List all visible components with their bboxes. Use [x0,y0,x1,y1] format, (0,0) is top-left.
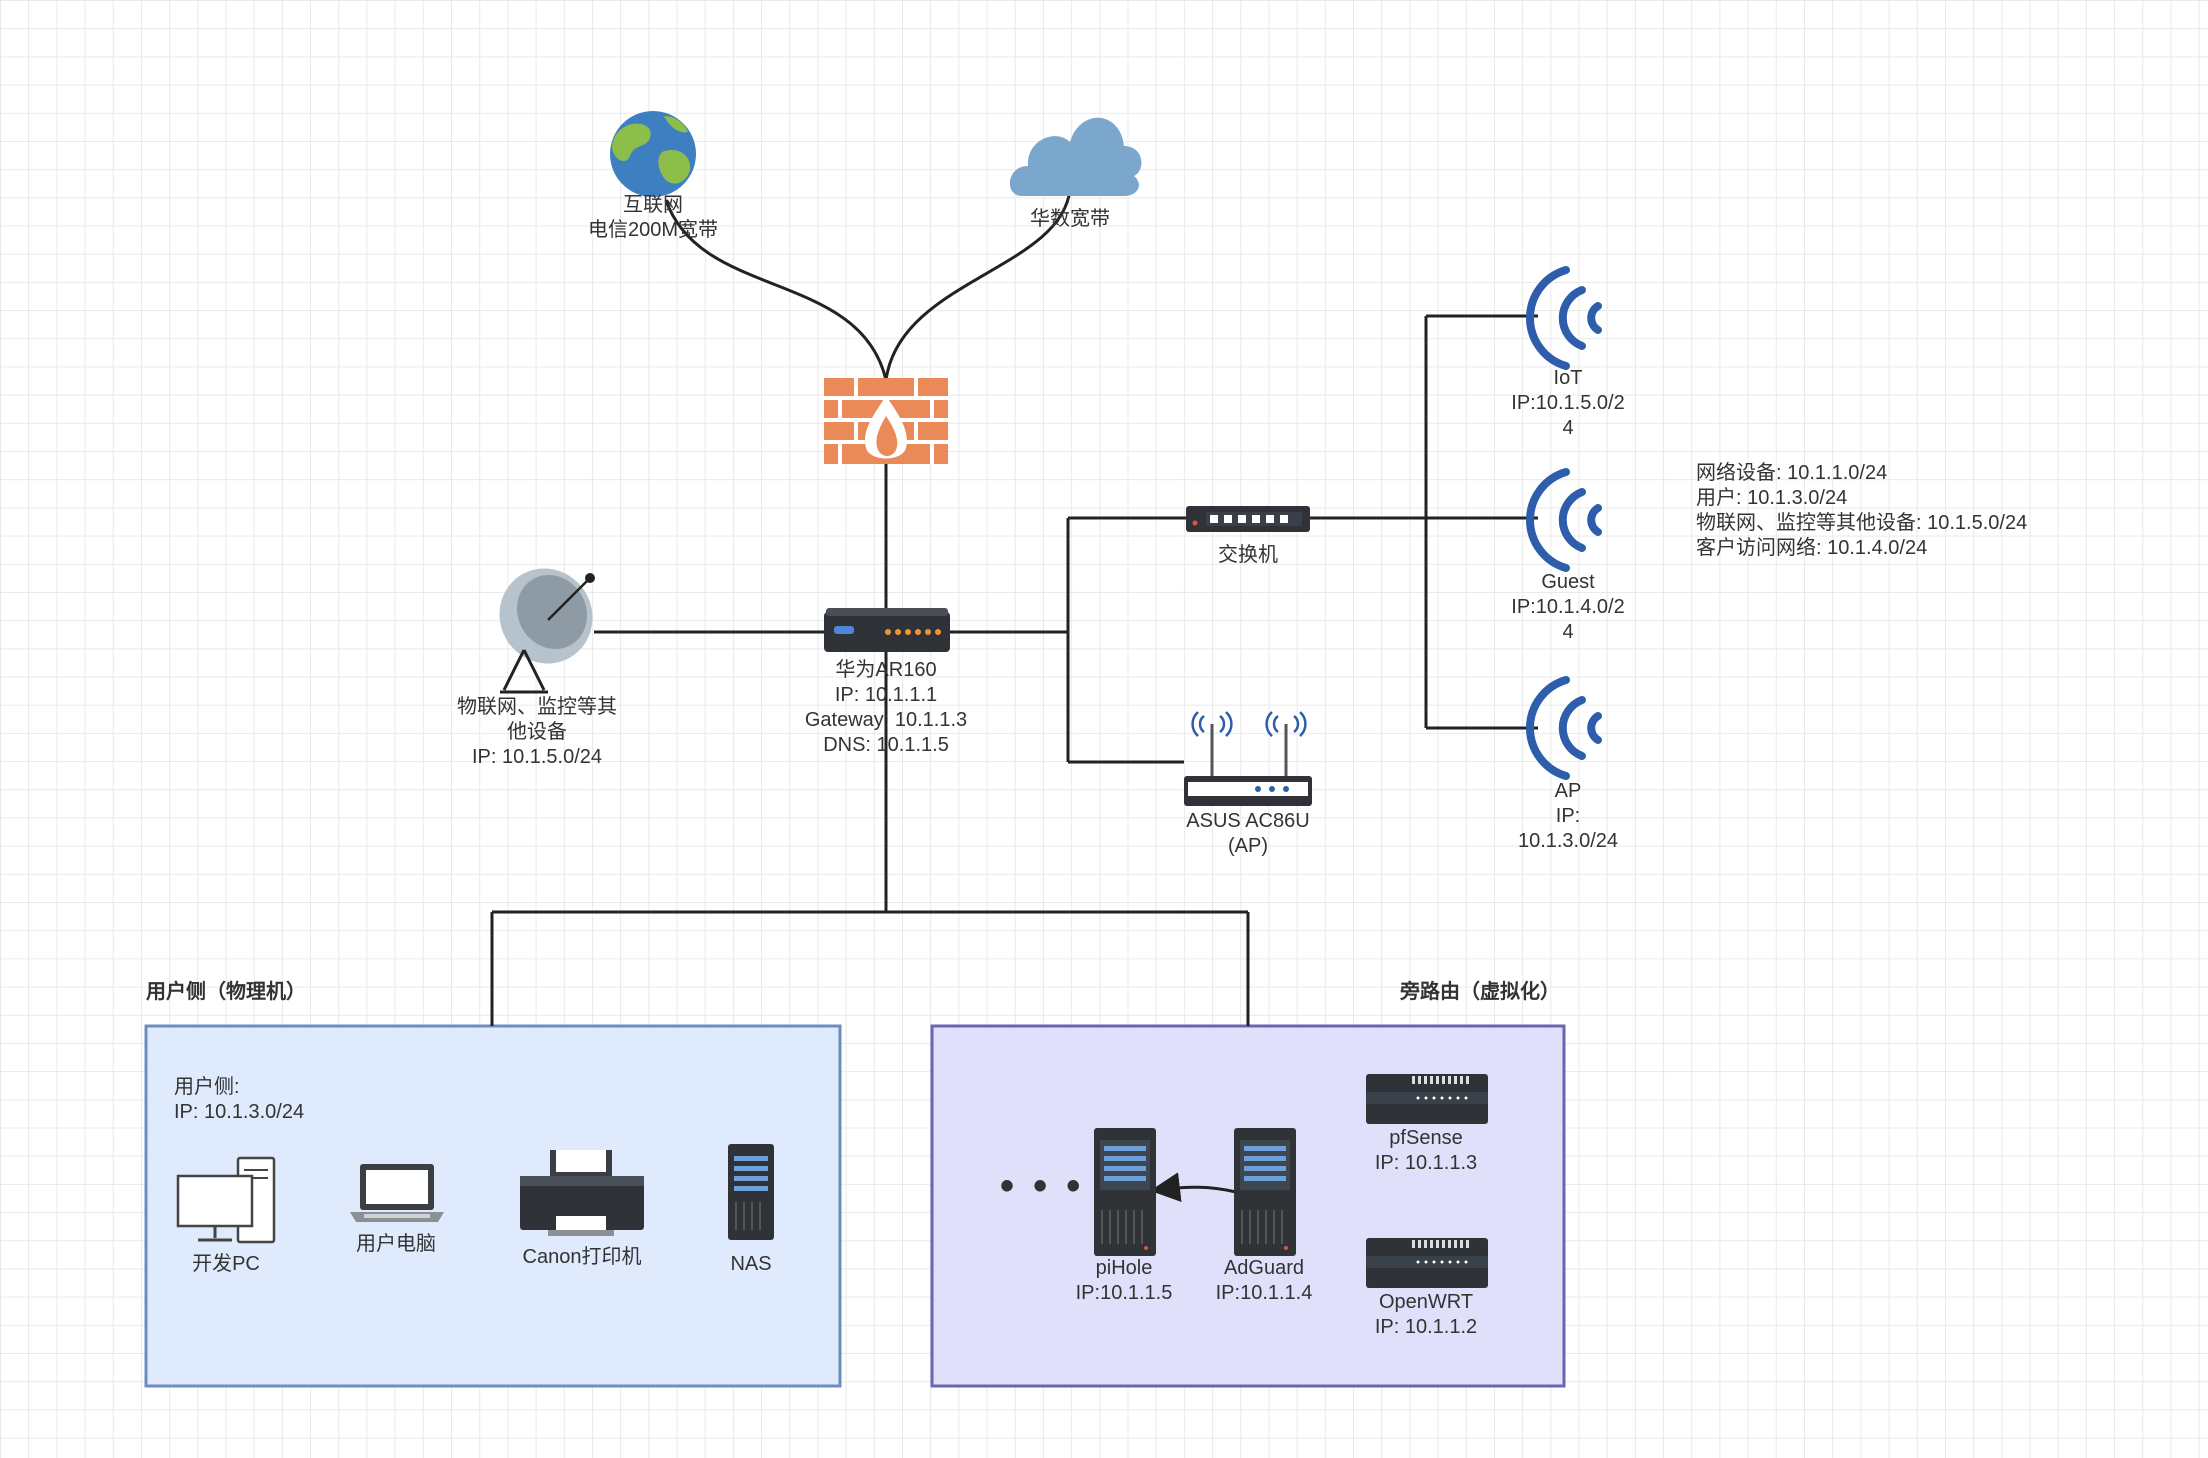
adguard-label: AdGuard IP:10.1.1.4 [1184,1256,1344,1306]
openwrt-appliance-icon [1366,1238,1488,1288]
user-side-group-title: 用户侧（物理机） [146,981,306,1003]
pihole-label: piHole IP:10.1.1.5 [1044,1256,1204,1306]
printer-icon [520,1150,644,1236]
pfsense-label: pfSense IP: 10.1.1.3 [1346,1126,1506,1176]
pihole-ip: IP:10.1.1.5 [1075,1282,1173,1304]
nas-label: NAS [730,1253,772,1275]
pfsense-name: pfSense [1389,1127,1463,1149]
guest-label: Guest IP:10.1.4.0/2 4 [1488,570,1648,645]
ap-ip-line1: IP: [1555,805,1581,827]
router-label: 华为AR160 IP: 10.1.1.1 Gateway: 10.1.1.3 D… [786,658,986,758]
bypass-group-title: 旁路由（虚拟化） [1400,981,1560,1003]
subnet-note-iot: 物联网、监控等其他设备: 10.1.5.0/24 [1696,512,2028,534]
cloud-icon [1009,117,1142,196]
asus-mode: (AP) [1228,835,1268,857]
asus-model: ASUS AC86U [1186,810,1310,832]
adguard-ip: IP:10.1.1.4 [1215,1282,1313,1304]
laptop-icon [350,1164,444,1222]
openwrt-label: OpenWRT IP: 10.1.1.2 [1346,1290,1506,1340]
satellite-line2: 他设备 [507,721,567,743]
asus-label: ASUS AC86U (AP) [1158,809,1338,859]
link-internet-firewall [664,199,888,381]
switch-icon [1186,506,1310,532]
router-name: 华为AR160 [835,659,937,681]
dev-pc-label: 开发PC [192,1253,260,1275]
user-side-desc-title: 用户侧: [174,1076,240,1098]
desktop-pc-icon [176,1156,276,1244]
guest-name: Guest [1541,571,1595,593]
guest-ip-line2: 4 [1562,621,1574,643]
link-adguard-pihole [1150,1172,1237,1203]
ap-label: AP IP: 10.1.3.0/24 [1488,779,1648,854]
guest-ip-line1: IP:10.1.4.0/2 [1511,596,1625,618]
iot-ip-line1: IP:10.1.5.0/2 [1511,392,1625,414]
router-icon [824,608,950,652]
wifi-iot-icon [1526,266,1602,370]
laptop-label: 用户电脑 [356,1233,436,1255]
pihole-name: piHole [1095,1257,1153,1279]
pfsense-appliance-icon [1366,1074,1488,1124]
internet-label: 互联网 电信200M宽带 [553,193,753,243]
satellite-dish-icon [499,568,595,694]
iot-label: IoT IP:10.1.5.0/2 4 [1488,366,1648,441]
iot-ip-line2: 4 [1562,417,1574,439]
subnet-note-guest: 客户访问网络: 10.1.4.0/24 [1696,537,1928,559]
printer-label: Canon打印机 [522,1246,642,1268]
adguard-server-icon [1234,1128,1296,1256]
openwrt-name: OpenWRT [1378,1291,1474,1313]
iot-name: IoT [1553,367,1583,389]
connection-lines [490,189,1538,1203]
globe-icon [610,111,696,197]
router-ip: IP: 10.1.1.1 [834,684,938,706]
satellite-line1: 物联网、监控等其 [457,696,617,718]
satellite-label: 物联网、监控等其 他设备 IP: 10.1.5.0/24 [437,695,637,770]
subnet-notes: 网络设备: 10.1.1.0/24 用户: 10.1.3.0/24 物联网、监控… [1696,461,2027,561]
subnet-note-network: 网络设备: 10.1.1.0/24 [1696,462,1888,484]
pfsense-ip: IP: 10.1.1.3 [1374,1152,1478,1174]
ap-ip-line2: 10.1.3.0/24 [1517,830,1619,852]
user-side-desc: 用户侧: IP: 10.1.3.0/24 [174,1075,304,1125]
openwrt-ip: IP: 10.1.1.2 [1374,1316,1478,1338]
user-side-desc-ip: IP: 10.1.3.0/24 [174,1101,305,1123]
router-gateway: Gateway: 10.1.1.3 [804,709,968,731]
pihole-server-icon [1094,1128,1156,1256]
internet-subtitle: 电信200M宽带 [587,219,719,241]
satellite-ip: IP: 10.1.5.0/24 [471,746,603,768]
wifi-guest-icon [1526,468,1602,572]
adguard-name: AdGuard [1223,1257,1305,1279]
link-huashu-firewall [884,189,1072,381]
ap-name: AP [1554,780,1582,802]
huashu-label: 华数宽带 [1030,208,1110,230]
internet-title: 互联网 [623,194,683,216]
wifi-ap-icon [1526,676,1602,780]
more-vms-ellipsis: • • • [1000,1164,1085,1208]
firewall-icon [824,378,948,464]
nas-server-icon [728,1144,774,1240]
router-dns: DNS: 10.1.1.5 [823,734,949,756]
switch-label: 交换机 [1218,544,1278,566]
wireless-ap-icon [1184,711,1312,806]
subnet-note-users: 用户: 10.1.3.0/24 [1696,487,1848,509]
